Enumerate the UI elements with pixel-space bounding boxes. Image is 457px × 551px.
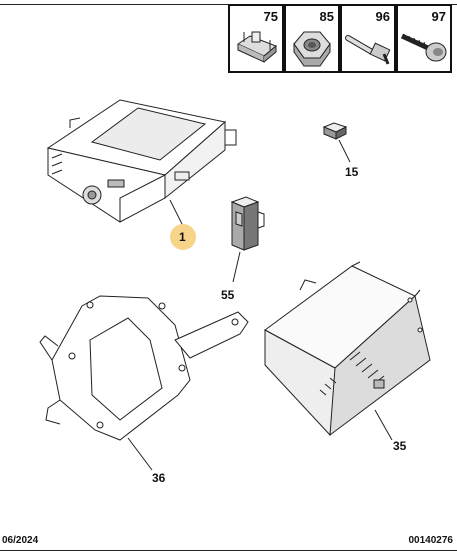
part-35-module[interactable] <box>264 261 431 437</box>
hardware-number: 97 <box>431 9 446 24</box>
leader-36 <box>127 437 153 471</box>
hardware-box-75[interactable]: 75 <box>228 4 284 73</box>
screw-icon <box>400 33 447 62</box>
clip-nut-icon <box>236 31 277 63</box>
hardware-box-85[interactable]: 85 <box>284 4 340 73</box>
part-label-55[interactable]: 55 <box>221 288 235 302</box>
hardware-number: 85 <box>319 9 334 24</box>
part-label-1[interactable]: 1 <box>179 230 186 244</box>
hardware-box-97[interactable]: 97 <box>396 4 452 73</box>
footer-reference: 00140276 <box>408 535 454 546</box>
leader-55 <box>232 251 241 283</box>
part-label-36[interactable]: 36 <box>152 471 166 485</box>
part-36-bracket[interactable] <box>39 295 249 441</box>
hardware-box-96[interactable]: 96 <box>340 4 396 73</box>
hardware-number: 96 <box>375 9 390 24</box>
part-label-15[interactable]: 15 <box>345 165 359 179</box>
footer-date: 06/2024 <box>2 535 39 546</box>
part-15-clip[interactable] <box>322 122 348 140</box>
part-1-unit[interactable] <box>46 99 237 223</box>
stud-bolt-icon <box>345 35 391 65</box>
part-label-35[interactable]: 35 <box>393 439 407 453</box>
leader-15 <box>338 139 351 163</box>
hex-nut-icon <box>293 31 331 67</box>
leader-35 <box>374 409 393 441</box>
leader-1 <box>169 199 185 229</box>
part-55-connector[interactable] <box>230 196 265 251</box>
part-1-highlight <box>170 224 196 250</box>
hardware-number: 75 <box>263 9 278 24</box>
